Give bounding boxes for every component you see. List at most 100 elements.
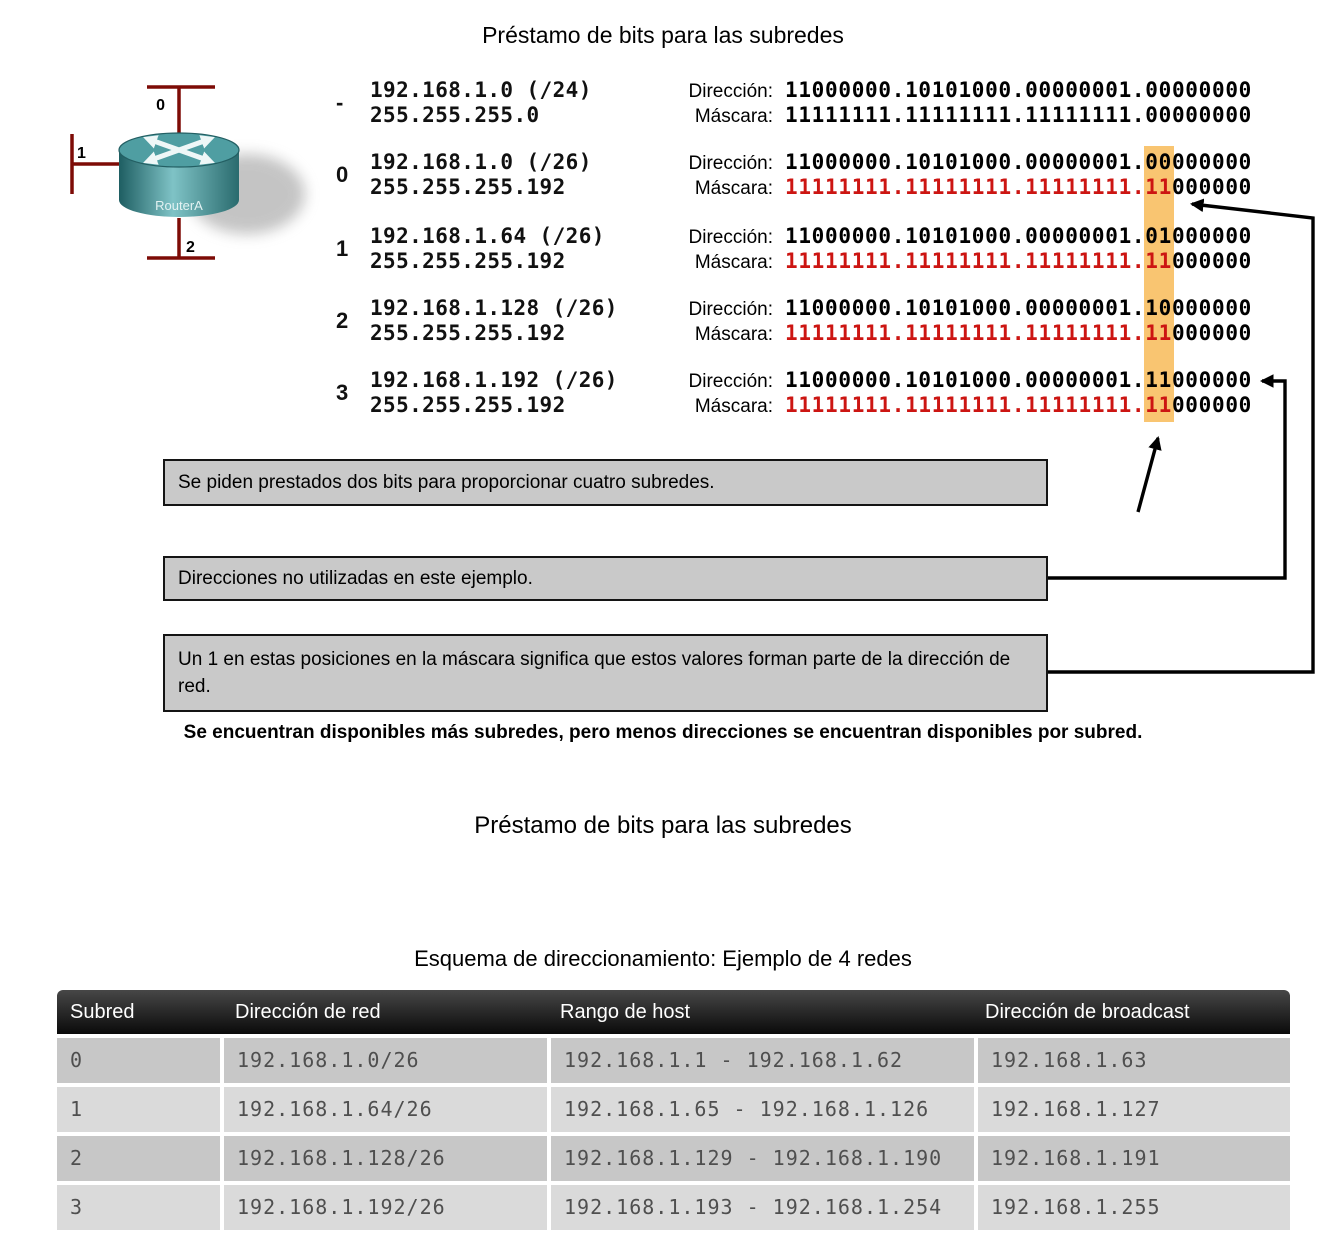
binary-address-prefix: 11000000.10101000.00000001.	[785, 78, 1146, 102]
subnet-ip: 192.168.1.0 (/26)	[370, 150, 592, 174]
binary-address-line: Dirección:11000000.10101000.00000001.100…	[655, 296, 1326, 323]
subnet-ip-mask: 192.168.1.0 (/26) 255.255.255.192	[370, 150, 592, 200]
section-title: Préstamo de bits para las subredes	[474, 812, 852, 839]
binary-address-line: Dirección:11000000.10101000.00000001.110…	[655, 368, 1326, 395]
binary-mask-suffix: 000000	[1171, 321, 1253, 345]
binary-mask-line: Máscara: 11111111.11111111.11111111. 00000…	[655, 103, 1326, 130]
binary-address-prefix: 11000000.10101000.00000001.	[785, 296, 1146, 320]
subnet-index: 3	[336, 380, 349, 405]
borrowed-bits-address: 11	[1145, 368, 1172, 392]
cell-host-range: 192.168.1.1 - 192.168.1.62	[551, 1038, 974, 1083]
mascara-label: Máscara:	[694, 178, 773, 199]
cell-subred: 2	[57, 1136, 220, 1181]
subnet-index: 1	[336, 236, 349, 261]
subnet-ip: 192.168.1.0 (/24)	[370, 78, 592, 102]
mascara-label: Máscara:	[694, 324, 773, 345]
subnet-row: 0 192.168.1.0 (/26) 255.255.255.192 Dire…	[330, 150, 1326, 200]
binary-mask-line: Máscara: 11111111.11111111.11111111.11000…	[655, 175, 1326, 202]
direccion-label: Dirección:	[688, 371, 773, 392]
binary-mask-prefix: 11111111.11111111.11111111.	[785, 103, 1146, 127]
binary-address-suffix: 000000	[1171, 296, 1253, 320]
subnet-ip: 192.168.1.192 (/26)	[370, 368, 618, 392]
table-header-row: Subred Dirección de red Rango de host Di…	[57, 990, 1290, 1034]
interface-lines	[70, 85, 215, 260]
binary-mask-prefix: 11111111.11111111.11111111.	[785, 393, 1146, 417]
cell-network: 192.168.1.0/26	[224, 1038, 547, 1083]
borrowed-bits-mask: 11	[1145, 175, 1172, 199]
subnet-mask: 255.255.255.192	[370, 321, 566, 345]
subnet-row: 3 192.168.1.192 (/26) 255.255.255.192 Di…	[330, 368, 1326, 418]
cell-broadcast: 192.168.1.63	[978, 1038, 1290, 1083]
binary-mask-line: Máscara: 11111111.11111111.11111111.11000…	[655, 249, 1326, 276]
addressing-table: Subred Dirección de red Rango de host Di…	[57, 990, 1290, 1230]
subnet-row: 2 192.168.1.128 (/26) 255.255.255.192 Di…	[330, 296, 1326, 346]
router-body	[119, 150, 239, 217]
mascara-label: Máscara:	[694, 396, 773, 417]
subnet-ip-mask: 192.168.1.64 (/26) 255.255.255.192	[370, 224, 605, 274]
cell-subred: 1	[57, 1087, 220, 1132]
binary-address-line: Dirección: 11000000.10101000.00000001. 000…	[655, 78, 1326, 105]
cell-network: 192.168.1.64/26	[224, 1087, 547, 1132]
cell-host-range: 192.168.1.65 - 192.168.1.126	[551, 1087, 974, 1132]
binary-mask-suffix: 000000	[1171, 393, 1253, 417]
binary-mask-prefix: 11111111.11111111.11111111.	[785, 321, 1146, 345]
arrow-to-borrowed-bits	[1136, 436, 1162, 513]
borrowed-bits-mask: 11	[1145, 249, 1172, 273]
cell-broadcast: 192.168.1.191	[978, 1136, 1290, 1181]
subnet-mask: 255.255.255.192	[370, 175, 566, 199]
cell-subred: 3	[57, 1185, 220, 1230]
callout-unused-addresses: Direcciones no utilizadas en este ejempl…	[163, 556, 1048, 601]
binary-mask-suffix: 000000	[1171, 249, 1253, 273]
table-row: 0 192.168.1.0/26 192.168.1.1 - 192.168.1…	[57, 1038, 1290, 1083]
callout-borrowed-bits: Se piden prestados dos bits para proporc…	[163, 459, 1048, 506]
subnet-row: - 192.168.1.0 (/24) 255.255.255.0 Direcc…	[330, 78, 1326, 128]
interface-label-2: 2	[186, 239, 195, 256]
footnote: Se encuentran disponibles más subredes, …	[183, 722, 1143, 743]
binary-address-line: Dirección:11000000.10101000.00000001.000…	[655, 150, 1326, 177]
cell-host-range: 192.168.1.129 - 192.168.1.190	[551, 1136, 974, 1181]
table-header-subred: Subred	[70, 1001, 135, 1023]
subnet-mask: 255.255.255.192	[370, 393, 566, 417]
table-row: 3 192.168.1.192/26 192.168.1.193 - 192.1…	[57, 1185, 1290, 1230]
page-title: Préstamo de bits para las subredes	[482, 22, 844, 48]
subnet-index: 0	[336, 162, 349, 187]
binary-address-prefix: 11000000.10101000.00000001.	[785, 368, 1146, 392]
binary-mask-prefix: 11111111.11111111.11111111.	[785, 175, 1146, 199]
route-arrows-icon	[143, 135, 215, 165]
callout-mask-ones: Un 1 en estas posiciones en la máscara s…	[163, 634, 1048, 712]
table-row: 2 192.168.1.128/26 192.168.1.129 - 192.1…	[57, 1136, 1290, 1181]
binary-address-suffix: 000000	[1171, 78, 1253, 102]
subnet-ip-mask: 192.168.1.192 (/26) 255.255.255.192	[370, 368, 618, 418]
cell-host-range: 192.168.1.193 - 192.168.1.254	[551, 1185, 974, 1230]
borrowed-bits-address: 00	[1145, 150, 1172, 174]
binary-mask-prefix: 11111111.11111111.11111111.	[785, 249, 1146, 273]
interface-label-1: 1	[77, 145, 86, 162]
binary-mask-line: Máscara: 11111111.11111111.11111111.11000…	[655, 321, 1326, 348]
borrowed-bits-mask: 11	[1145, 321, 1172, 345]
mascara-label: Máscara:	[694, 106, 773, 127]
subnet-index: 2	[336, 308, 349, 333]
borrowed-bits-mask: 11	[1145, 393, 1172, 417]
borrowed-bits-address: 01	[1145, 224, 1172, 248]
table-header-direccion-red: Dirección de red	[235, 1001, 381, 1023]
direccion-label: Dirección:	[688, 81, 773, 102]
subnet-ip: 192.168.1.64 (/26)	[370, 224, 605, 248]
cell-network: 192.168.1.128/26	[224, 1136, 547, 1181]
subnet-mask: 255.255.255.192	[370, 249, 566, 273]
mascara-label: Máscara:	[694, 252, 773, 273]
table-row: 1 192.168.1.64/26 192.168.1.65 - 192.168…	[57, 1087, 1290, 1132]
cell-broadcast: 192.168.1.127	[978, 1087, 1290, 1132]
direccion-label: Dirección:	[688, 153, 773, 174]
table-caption: Esquema de direccionamiento: Ejemplo de …	[414, 946, 912, 971]
binary-mask-suffix: 000000	[1171, 175, 1253, 199]
binary-mask-suffix: 000000	[1171, 103, 1253, 127]
binary-address-suffix: 000000	[1171, 224, 1253, 248]
interface-label-0: 0	[156, 97, 165, 114]
subnet-ip-mask: 192.168.1.0 (/24) 255.255.255.0	[370, 78, 592, 128]
table-header-rango-host: Rango de host	[560, 1001, 691, 1023]
direccion-label: Dirección:	[688, 227, 773, 248]
subnet-ip-mask: 192.168.1.128 (/26) 255.255.255.192	[370, 296, 618, 346]
subnet-ip: 192.168.1.128 (/26)	[370, 296, 618, 320]
borrowed-bits-address: 10	[1145, 296, 1172, 320]
